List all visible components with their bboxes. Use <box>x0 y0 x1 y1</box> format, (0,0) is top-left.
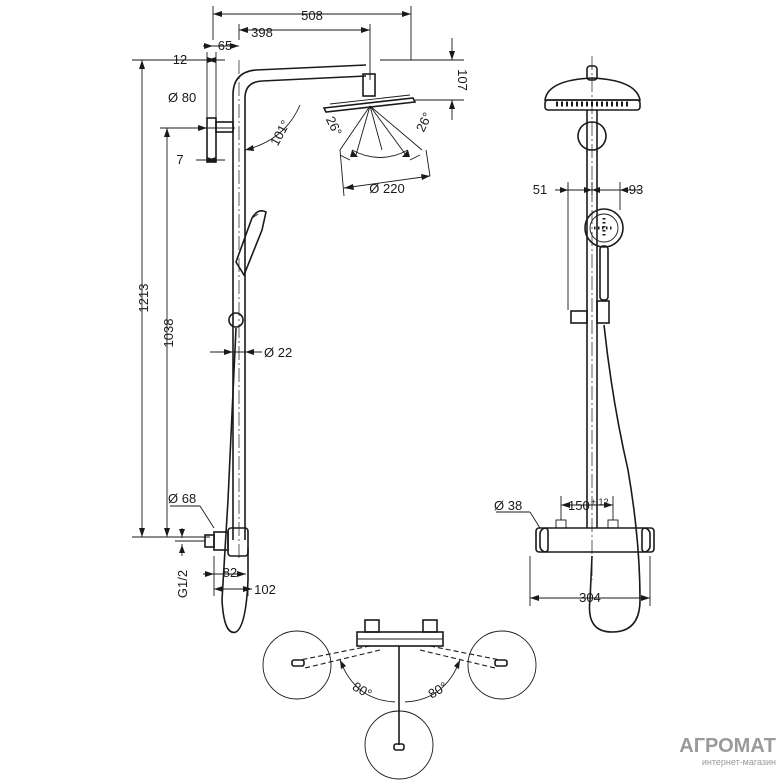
dim-12: 12 <box>173 52 187 67</box>
dim-1213: 1213 <box>136 284 151 313</box>
top-view: 80° 80° <box>262 619 537 780</box>
front-view: 51 93 Ø 38 150 ± 12 304 <box>494 56 655 633</box>
dim-107: 107 <box>455 69 470 91</box>
hand-shower <box>235 210 267 277</box>
slider-front <box>570 310 588 324</box>
dim-398: 398 <box>251 25 273 40</box>
inlet-right <box>607 519 619 529</box>
swing-circle-left <box>262 630 332 700</box>
watermark-tagline: интернет-магазин <box>702 757 776 767</box>
wall-bracket <box>206 117 217 163</box>
swing-circle-right <box>467 630 537 700</box>
dim-swivel-left: 80° <box>350 679 375 702</box>
dim-304: 304 <box>579 590 601 605</box>
knob-right <box>641 527 655 553</box>
dim-thread: G1/2 <box>175 570 190 598</box>
dim-102: 102 <box>254 582 276 597</box>
side-view: 508 398 65 12 107 Ø 80 7 101° 26° 26° Ø … <box>132 6 470 634</box>
watermark-brand: АГРОМАТ <box>679 735 776 757</box>
dim-tilt-right: 26° <box>413 110 435 134</box>
head-joint <box>362 73 376 97</box>
shower-arm-pipe <box>232 64 367 540</box>
knob-left <box>535 527 549 553</box>
dim-arm-angle: 101° <box>267 117 293 148</box>
dim-wall-dia: Ø 80 <box>168 90 196 105</box>
dim-51: 51 <box>533 182 547 197</box>
hose-front <box>588 324 641 633</box>
inlet-left <box>555 519 567 529</box>
dim-tilt-left: 26° <box>323 114 345 138</box>
dim-swivel-right: 80° <box>425 679 450 702</box>
dim-150: 150 <box>568 498 590 513</box>
shower-head <box>322 97 417 113</box>
mixer-body <box>227 527 249 557</box>
thermostat-body <box>539 527 651 553</box>
dim-head-dia: Ø 220 <box>369 181 404 196</box>
watermark: АГРОМАТ интернет-магазин <box>679 735 776 767</box>
dim-1038: 1038 <box>161 319 176 348</box>
hand-shower-face <box>584 208 624 248</box>
dim-93: 93 <box>629 182 643 197</box>
dim-150-tolerance: ± 12 <box>591 497 608 507</box>
slider <box>228 312 244 328</box>
shower-arm-pipe-inner <box>244 75 367 540</box>
dim-7: 7 <box>176 152 183 167</box>
dim-65: 65 <box>218 38 232 53</box>
dim-508: 508 <box>301 8 323 23</box>
hose <box>221 327 249 634</box>
dim-knob-dia: Ø 38 <box>494 498 522 513</box>
wall-rosette <box>577 121 607 151</box>
rain-head <box>544 77 641 101</box>
dim-pipe-dia: Ø 22 <box>264 345 292 360</box>
dim-mixer-dia: Ø 68 <box>168 491 196 506</box>
slider-holder <box>596 300 610 324</box>
dim-82: 82 <box>223 565 237 580</box>
